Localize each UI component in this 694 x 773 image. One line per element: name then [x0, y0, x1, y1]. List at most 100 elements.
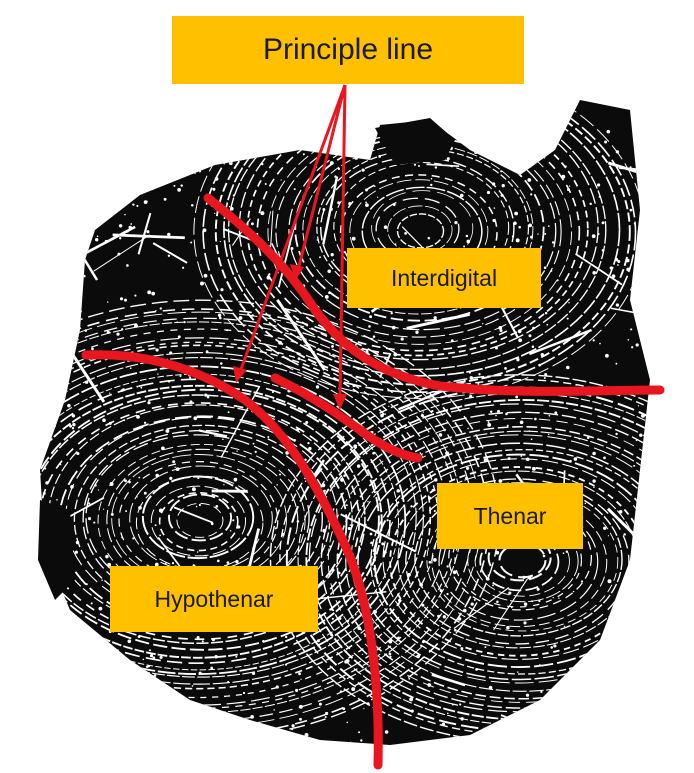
ridge-speck [215, 505, 219, 508]
ridge-speck [442, 615, 447, 619]
ridge-speck [175, 692, 177, 695]
arrow-to-upper-line [296, 84, 347, 271]
ridge-speck [504, 367, 507, 370]
ridge-speck [405, 109, 408, 112]
ridge-speck [40, 309, 42, 313]
ridge-speck [508, 591, 512, 595]
ridge-speck [74, 550, 78, 554]
ridge-speck [346, 619, 350, 623]
ridge-speck [100, 668, 103, 671]
ridge-speck [438, 433, 443, 437]
ridge-speck [76, 451, 80, 456]
ridge-speck [566, 365, 570, 370]
ridge-speck [625, 258, 630, 263]
palm-crease [152, 242, 188, 264]
ridge-speck [506, 424, 509, 427]
ridge-speck [60, 130, 65, 135]
ridge-speck [66, 186, 71, 191]
ridge-speck [46, 674, 50, 677]
ridge-speck [72, 430, 75, 432]
ridge-speck [488, 685, 493, 690]
ridge-speck [431, 488, 435, 492]
ridge-speck [584, 502, 587, 505]
ridge-speck [134, 294, 137, 297]
ridge-speck [66, 149, 70, 154]
ridge-speck [431, 409, 434, 413]
ridge-speck [542, 554, 546, 558]
ridge-speck [324, 715, 327, 719]
ridge-speck [136, 204, 139, 207]
ridge-speck [329, 161, 334, 165]
ridge-speck [505, 412, 508, 416]
ridge-speck [121, 536, 124, 539]
palm-crease [340, 513, 417, 553]
ridge-speck [113, 664, 118, 668]
ridge-speck [115, 115, 120, 119]
ridge-speck [609, 266, 613, 270]
ridge-speck [75, 540, 80, 545]
principal-line-upper [203, 193, 665, 396]
ridge-speck [316, 639, 320, 643]
ridge-speck [278, 340, 283, 345]
ridge-speck [357, 602, 360, 606]
ridge-speck [329, 207, 333, 211]
ridge-speck [300, 678, 302, 680]
ridge-arc [202, 100, 637, 394]
ridge-speck [155, 348, 159, 352]
ridge-speck [420, 413, 424, 418]
ridge-speck [397, 602, 400, 606]
ridge-speck [639, 710, 641, 712]
ridge-speck [519, 420, 524, 425]
ridge-speck [380, 413, 384, 418]
ridge-speck [107, 562, 112, 567]
palm-crease [606, 507, 636, 536]
ridge-speck [340, 477, 344, 482]
ridge-speck [550, 269, 553, 272]
ridge-speck [178, 121, 181, 124]
ridge-speck [177, 335, 181, 339]
principal-line-lower [81, 350, 383, 770]
ridge-speck [542, 739, 544, 741]
ridge-speck [169, 351, 173, 355]
ridge-speck [607, 535, 610, 537]
ridge-speck [181, 266, 185, 269]
ridge-speck [102, 119, 105, 122]
ridge-speck [367, 501, 369, 503]
ridge-speck [457, 617, 462, 621]
ridge-speck [518, 338, 523, 343]
ridge-speck [397, 422, 400, 425]
ridge-speck [174, 466, 176, 468]
ridge-speck [428, 560, 432, 564]
ridge-speck [330, 568, 335, 572]
ridge-speck [191, 487, 196, 492]
ridge-speck [591, 234, 596, 239]
ridge-speck [562, 552, 565, 555]
ridge-speck [513, 221, 517, 225]
ridge-speck [373, 567, 377, 571]
ridge-speck [517, 671, 519, 673]
ridge-arc [150, 485, 247, 557]
ridge-speck [532, 403, 535, 406]
ridge-speck [258, 721, 261, 724]
ridge-speck [375, 499, 378, 502]
ridge-speck [128, 225, 132, 230]
ridge-speck [469, 376, 474, 380]
ridge-speck [48, 617, 52, 622]
ridge-speck [622, 621, 626, 625]
ridge-arc [40, 356, 417, 678]
ridge-speck [104, 239, 109, 244]
ridge-speck [114, 694, 118, 698]
ridge-speck [119, 297, 124, 301]
ridge-speck [421, 603, 425, 607]
ridge-speck [229, 206, 234, 211]
ridge-speck [91, 347, 94, 351]
ridge-speck [369, 532, 373, 536]
ridge-speck [188, 548, 191, 551]
ridge-speck [262, 640, 265, 643]
ridge-speck [354, 155, 359, 160]
ridge-speck [571, 676, 574, 680]
ridge-speck [169, 476, 173, 481]
ridge-speck [227, 411, 230, 414]
ridge-speck [242, 127, 246, 132]
ridge-speck [593, 486, 595, 489]
